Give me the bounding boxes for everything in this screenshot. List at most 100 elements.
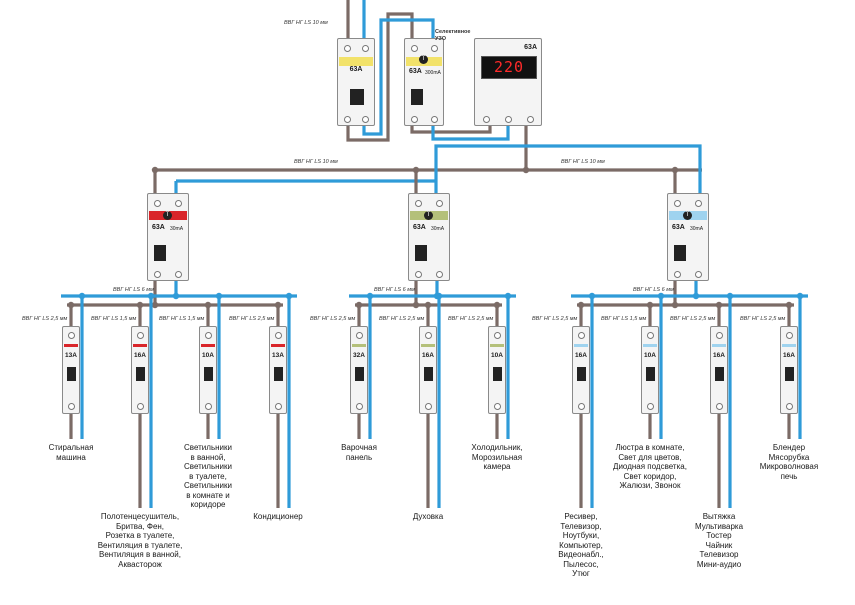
circuit-breaker: 13A [62, 326, 80, 414]
breaker-rating: 16A [134, 352, 146, 359]
group-cable-label: ВВГ НГ LS 6 мм [374, 287, 415, 293]
breaker-cable-label: ВВГ НГ LS 2,5 мм [229, 316, 275, 322]
main-rcd-current: 300mA [425, 70, 441, 76]
relay-rating: 63A [524, 44, 537, 51]
load-description: Варочная панель [341, 443, 377, 462]
wire-junction [715, 301, 723, 309]
group-cable-label: ВВГ НГ LS 6 мм [113, 287, 154, 293]
wire-junction [215, 292, 223, 300]
bus-cable-label-right: ВВГ НГ LS 10 мм [561, 159, 605, 165]
wire-junction [412, 301, 420, 309]
wire-junction [522, 166, 530, 174]
phase-wire [67, 281, 157, 307]
wire-junction [151, 166, 159, 174]
wire-junction [78, 292, 86, 300]
group-rcd-rating: 63A [152, 224, 165, 231]
circuit-breaker: 16A [780, 326, 798, 414]
load-description: Полотенцесушитель, Бритва, Фен, Розетка … [97, 512, 183, 569]
group-rcd-current: 30mA [431, 226, 445, 232]
breaker-cable-label: ВВГ НГ LS 2,5 мм [670, 316, 716, 322]
breaker-rating: 32A [353, 352, 365, 359]
circuit-breaker: 13A [269, 326, 287, 414]
breaker-cable-label: ВВГ НГ LS 2,5 мм [310, 316, 356, 322]
breaker-cable-label: ВВГ НГ LS 2,5 мм [22, 316, 68, 322]
circuit-breaker: 16A [419, 326, 437, 414]
wire-junction [726, 292, 734, 300]
wire-junction [355, 301, 363, 309]
breaker-rating: 16A [713, 352, 725, 359]
load-description: Стиральная машина [48, 443, 94, 462]
voltage-display: 220 [481, 56, 537, 79]
breaker-rating: 13A [272, 352, 284, 359]
wire-junction [671, 301, 679, 309]
wire-junction [692, 292, 700, 300]
wire-junction [424, 301, 432, 309]
breaker-cable-label: ВВГ НГ LS 2,5 мм [379, 316, 425, 322]
breaker-rating: 10A [491, 352, 503, 359]
main-breaker-rating: 63A [349, 66, 363, 73]
neutral-wire [434, 144, 702, 193]
main-rcd-rating: 63A [409, 68, 422, 75]
wire-junction [285, 292, 293, 300]
circuit-breaker: 10A [488, 326, 506, 414]
circuit-breaker: 10A [199, 326, 217, 414]
circuit-breaker: 32A [350, 326, 368, 414]
breaker-rating: 10A [202, 352, 214, 359]
phase-wire [355, 281, 418, 307]
group-cable-label: ВВГ НГ LS 6 мм [633, 287, 674, 293]
bus-cable-label-left: ВВГ НГ LS 10 мм [294, 159, 338, 165]
wire-junction [588, 292, 596, 300]
wire-junction [796, 292, 804, 300]
load-description: Люстра в комнате, Свет для цветов, Диодн… [613, 443, 687, 490]
wire-junction [646, 301, 654, 309]
phase-wire [346, 12, 414, 142]
load-description: Кондиционер [253, 512, 303, 521]
selective-rcd: T 63A 300mA [404, 38, 444, 126]
wire-junction [151, 301, 159, 309]
load-description: Вытяжка Мультиварка Тостер Чайник Телеви… [694, 512, 744, 569]
breaker-cable-label: ВВГ НГ LS 1,5 мм [159, 316, 205, 322]
wire-junction [671, 166, 679, 174]
breaker-rating: 16A [575, 352, 587, 359]
voltage-relay: 63A 220 [474, 38, 542, 126]
wire-junction [147, 292, 155, 300]
main-circuit-breaker: 63A [337, 38, 375, 126]
load-description: Блендер Мясорубка Микроволновая печь [759, 443, 819, 481]
breaker-cable-label: ВВГ НГ LS 1,5 мм [91, 316, 137, 322]
breaker-cable-label: ВВГ НГ LS 2,5 мм [532, 316, 578, 322]
selective-rcd-title: Селективное УЗО [435, 29, 471, 42]
wire-junction [204, 301, 212, 309]
breaker-rating: 16A [783, 352, 795, 359]
load-description: Холодильник, Морозильная камера [471, 443, 523, 471]
wire-junction [504, 292, 512, 300]
breaker-rating: 13A [65, 352, 77, 359]
neutral-wire [431, 126, 510, 141]
circuit-breaker: 10A [641, 326, 659, 414]
wire-junction [136, 301, 144, 309]
breaker-cable-label: ВВГ НГ LS 2,5 мм [740, 316, 786, 322]
wire-junction [274, 301, 282, 309]
breaker-rating: 16A [422, 352, 434, 359]
wire-junction [412, 166, 420, 174]
wire-junction [172, 292, 180, 300]
wire-junction [67, 301, 75, 309]
wire-junction [493, 301, 501, 309]
wire-junction [435, 292, 443, 300]
group-rcd-rating: 63A [672, 224, 685, 231]
circuit-breaker: 16A [710, 326, 728, 414]
group-rcd-current: 30mA [690, 226, 704, 232]
circuit-breaker: 16A [131, 326, 149, 414]
wire-junction [657, 292, 665, 300]
wire-junction [785, 301, 793, 309]
load-description: Ресивер, Телевизор, Ноутбуки, Компьютер,… [558, 512, 604, 578]
neutral-wire [362, 18, 435, 136]
wire-junction [577, 301, 585, 309]
circuit-breaker: 16A [572, 326, 590, 414]
breaker-cable-label: ВВГ НГ LS 1,5 мм [601, 316, 647, 322]
main-cable-label: ВВГ НГ LS 10 мм [284, 20, 328, 26]
group-rcd-rating: 63A [413, 224, 426, 231]
